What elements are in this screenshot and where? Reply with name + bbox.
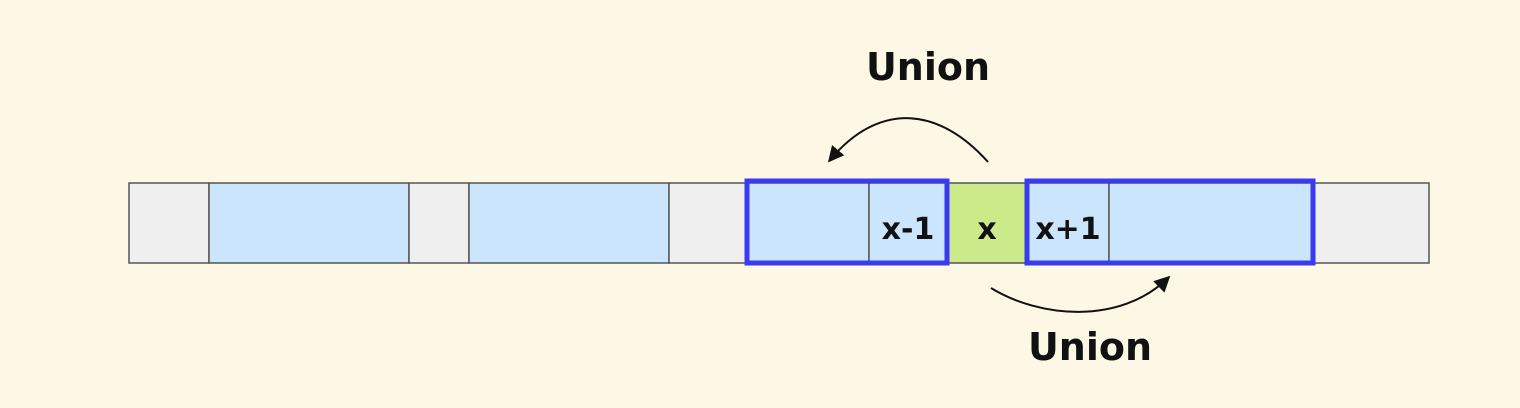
cell-x-minus-1	[868, 182, 948, 264]
cell-empty	[668, 182, 748, 264]
union-right-arrow	[990, 275, 1171, 313]
cell-filled	[468, 182, 670, 264]
cell-x-plus-1-label: x+1	[1035, 212, 1100, 247]
left-group-outline	[744, 178, 950, 266]
cell-x-minus-1-label: x-1	[882, 212, 935, 247]
cell-empty	[1312, 182, 1430, 264]
cell-x	[946, 182, 1028, 264]
cell-empty	[408, 182, 470, 264]
cell-empty	[128, 182, 210, 264]
cell-filled	[208, 182, 410, 264]
union-bottom-label: Union	[1028, 325, 1152, 369]
union-top-label: Union	[866, 45, 990, 89]
union-left-arrow	[827, 117, 989, 163]
cell-x-label: x	[977, 212, 996, 247]
right-group-outline	[1024, 178, 1316, 266]
cell-filled	[746, 182, 870, 264]
cell-filled	[1108, 182, 1314, 264]
